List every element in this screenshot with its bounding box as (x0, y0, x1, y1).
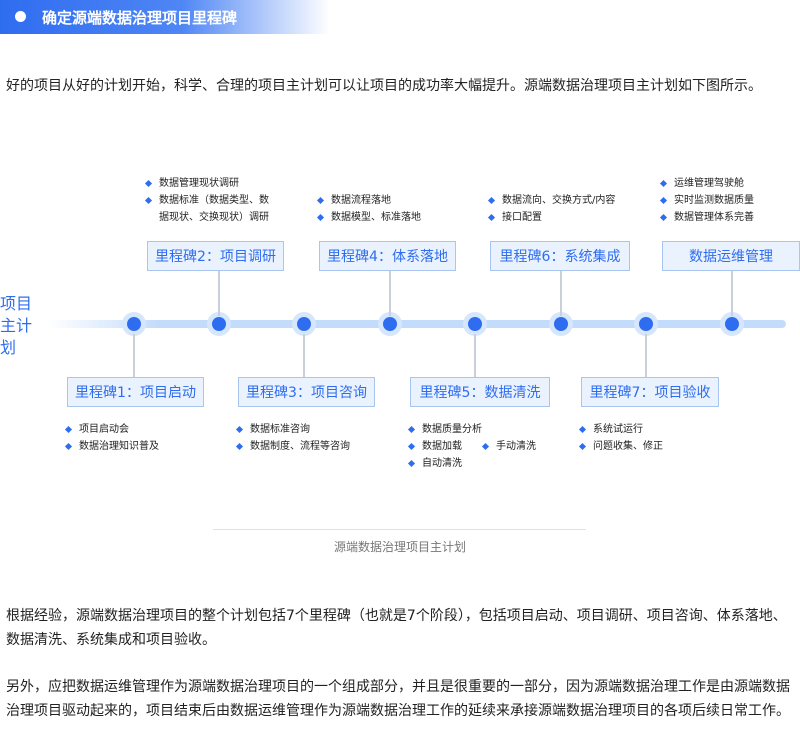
note-item: 接口配置 (488, 209, 658, 226)
connector-line-7 (645, 334, 647, 377)
milestone-box-8: 数据运维管理 (662, 241, 800, 271)
timeline-node-3 (297, 317, 311, 331)
milestone-box-2: 里程碑2：项目调研 (147, 241, 284, 271)
milestone-box-7: 里程碑7：项目验收 (581, 377, 719, 407)
note-item: 系统试运行 (579, 421, 739, 438)
milestone-notes-7: 系统试运行 问题收集、修正 (579, 421, 739, 455)
note-text: 据现状、交换现状）调研 (159, 212, 269, 223)
connector-line-2 (218, 271, 220, 316)
milestone-notes-8: 运维管理驾驶舱 实时监测数据质量 数据管理体系完善 (660, 175, 798, 226)
timeline-node-6 (554, 317, 568, 331)
intro-paragraph: 好的项目从好的计划开始，科学、合理的项目主计划可以让项目的成功率大幅提升。源端数… (6, 78, 762, 94)
timeline-node-4 (383, 317, 397, 331)
timeline-axis (48, 320, 786, 328)
axis-label-line-1: 项目 (0, 294, 33, 313)
connector-line-3 (303, 334, 305, 377)
note-item: 数据管理体系完善 (660, 209, 798, 226)
note-item: 问题收集、修正 (579, 438, 739, 455)
note-item: 手动清洗 (482, 438, 536, 455)
note-item: 数据标准咨询 (236, 421, 396, 438)
milestone-notes-4: 数据流程落地 数据模型、标准落地 (317, 192, 467, 226)
timeline-node-1 (127, 317, 141, 331)
note-item: 数据标准（数据类型、数 (145, 192, 295, 209)
note-item: 数据流程落地 (317, 192, 467, 209)
note-item-continued: 据现状、交换现状）调研 (145, 209, 295, 226)
connector-line-6 (560, 271, 562, 316)
connector-line-1 (133, 334, 135, 377)
axis-label: 项目 主计划 (0, 293, 40, 359)
milestone-box-1: 里程碑1：项目启动 (67, 377, 204, 407)
milestone-notes-1: 项目启动会 数据治理知识普及 (65, 421, 215, 455)
milestone-box-6: 里程碑6：系统集成 (490, 241, 630, 271)
timeline-node-5 (468, 317, 482, 331)
milestone-notes-2: 数据管理现状调研 数据标准（数据类型、数 据现状、交换现状）调研 (145, 175, 295, 226)
timeline-node-7 (639, 317, 653, 331)
note-item: 数据质量分析 (408, 421, 568, 438)
axis-label-line-2: 主计划 (0, 316, 33, 357)
timeline-node-8 (725, 317, 739, 331)
note-item: 自动清洗 (408, 455, 568, 472)
note-item: 数据流向、交换方式/内容 (488, 192, 658, 209)
note-item: 数据加载 (408, 438, 462, 455)
note-item: 数据制度、流程等咨询 (236, 438, 396, 455)
milestone-notes-6: 数据流向、交换方式/内容 接口配置 (488, 192, 658, 226)
note-item: 数据模型、标准落地 (317, 209, 467, 226)
milestone-notes-3: 数据标准咨询 数据制度、流程等咨询 (236, 421, 396, 455)
body-paragraph-1: 根据经验，源端数据治理项目的整个计划包括7个里程碑（也就是7个阶段），包括项目启… (6, 608, 787, 648)
connector-line-5 (474, 334, 476, 377)
section-title: 确定源端数据治理项目里程碑 (42, 9, 238, 27)
note-item: 运维管理驾驶舱 (660, 175, 798, 192)
milestone-box-3: 里程碑3：项目咨询 (238, 377, 375, 407)
connector-line-4 (389, 271, 391, 316)
milestone-notes-5: 数据质量分析 数据加载 手动清洗 自动清洗 (408, 421, 568, 472)
note-item: 数据治理知识普及 (65, 438, 215, 455)
caption-divider (213, 529, 586, 530)
figure-caption: 源端数据治理项目主计划 (333, 540, 466, 554)
connector-line-8 (731, 271, 733, 316)
note-item: 实时监测数据质量 (660, 192, 798, 209)
section-header-banner: 确定源端数据治理项目里程碑 (0, 0, 330, 34)
milestone-box-5: 里程碑5：数据清洗 (410, 377, 550, 407)
milestone-box-4: 里程碑4：体系落地 (319, 241, 456, 271)
bullet-dot-icon (15, 11, 26, 22)
note-item: 数据管理现状调研 (145, 175, 295, 192)
note-item: 项目启动会 (65, 421, 215, 438)
timeline-node-2 (212, 317, 226, 331)
body-paragraph-2: 另外，应把数据运维管理作为源端数据治理项目的一个组成部分，并且是很重要的一部分，… (6, 679, 790, 719)
